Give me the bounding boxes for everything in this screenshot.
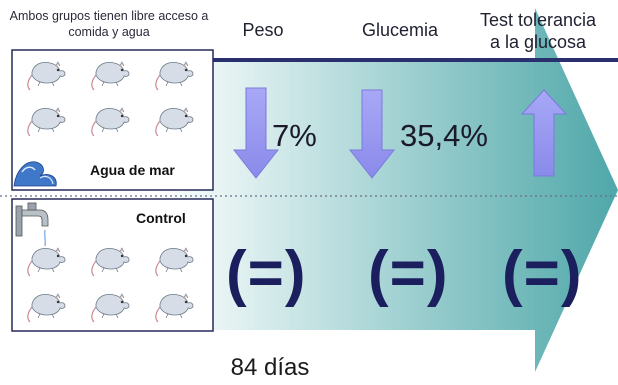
glucose-change-value: 35,4% bbox=[400, 118, 488, 153]
seawater-group-label: Agua de mar bbox=[90, 162, 175, 178]
column-header-tolerance-line1: Test tolerancia bbox=[479, 10, 597, 30]
column-header-glucose-tolerance: Test tolerancia a la glucosa bbox=[458, 10, 618, 53]
control-tolerance-result: (=) bbox=[502, 239, 583, 308]
weight-down-arrow bbox=[232, 87, 280, 179]
column-header-glucose: Glucemia bbox=[361, 20, 439, 40]
control-group-label: Control bbox=[136, 210, 186, 226]
column-header-tolerance-line2: a la glucosa bbox=[489, 31, 587, 52]
tolerance-up-arrow bbox=[520, 89, 568, 177]
intro-text: Ambos grupos tienen libre acceso a comid… bbox=[9, 9, 209, 40]
header-line bbox=[213, 58, 618, 62]
control-weight-result: (=) bbox=[226, 239, 307, 308]
timeline-arrow bbox=[150, 8, 618, 372]
duration-label: 84 días bbox=[230, 354, 310, 381]
glucose-down-arrow bbox=[348, 89, 396, 179]
faucet-icon bbox=[15, 202, 49, 247]
column-header-weight: Peso bbox=[242, 20, 284, 40]
weight-change-value: 7% bbox=[272, 118, 317, 153]
control-glucose-result: (=) bbox=[368, 239, 449, 308]
sea-wave-icon bbox=[13, 161, 57, 187]
